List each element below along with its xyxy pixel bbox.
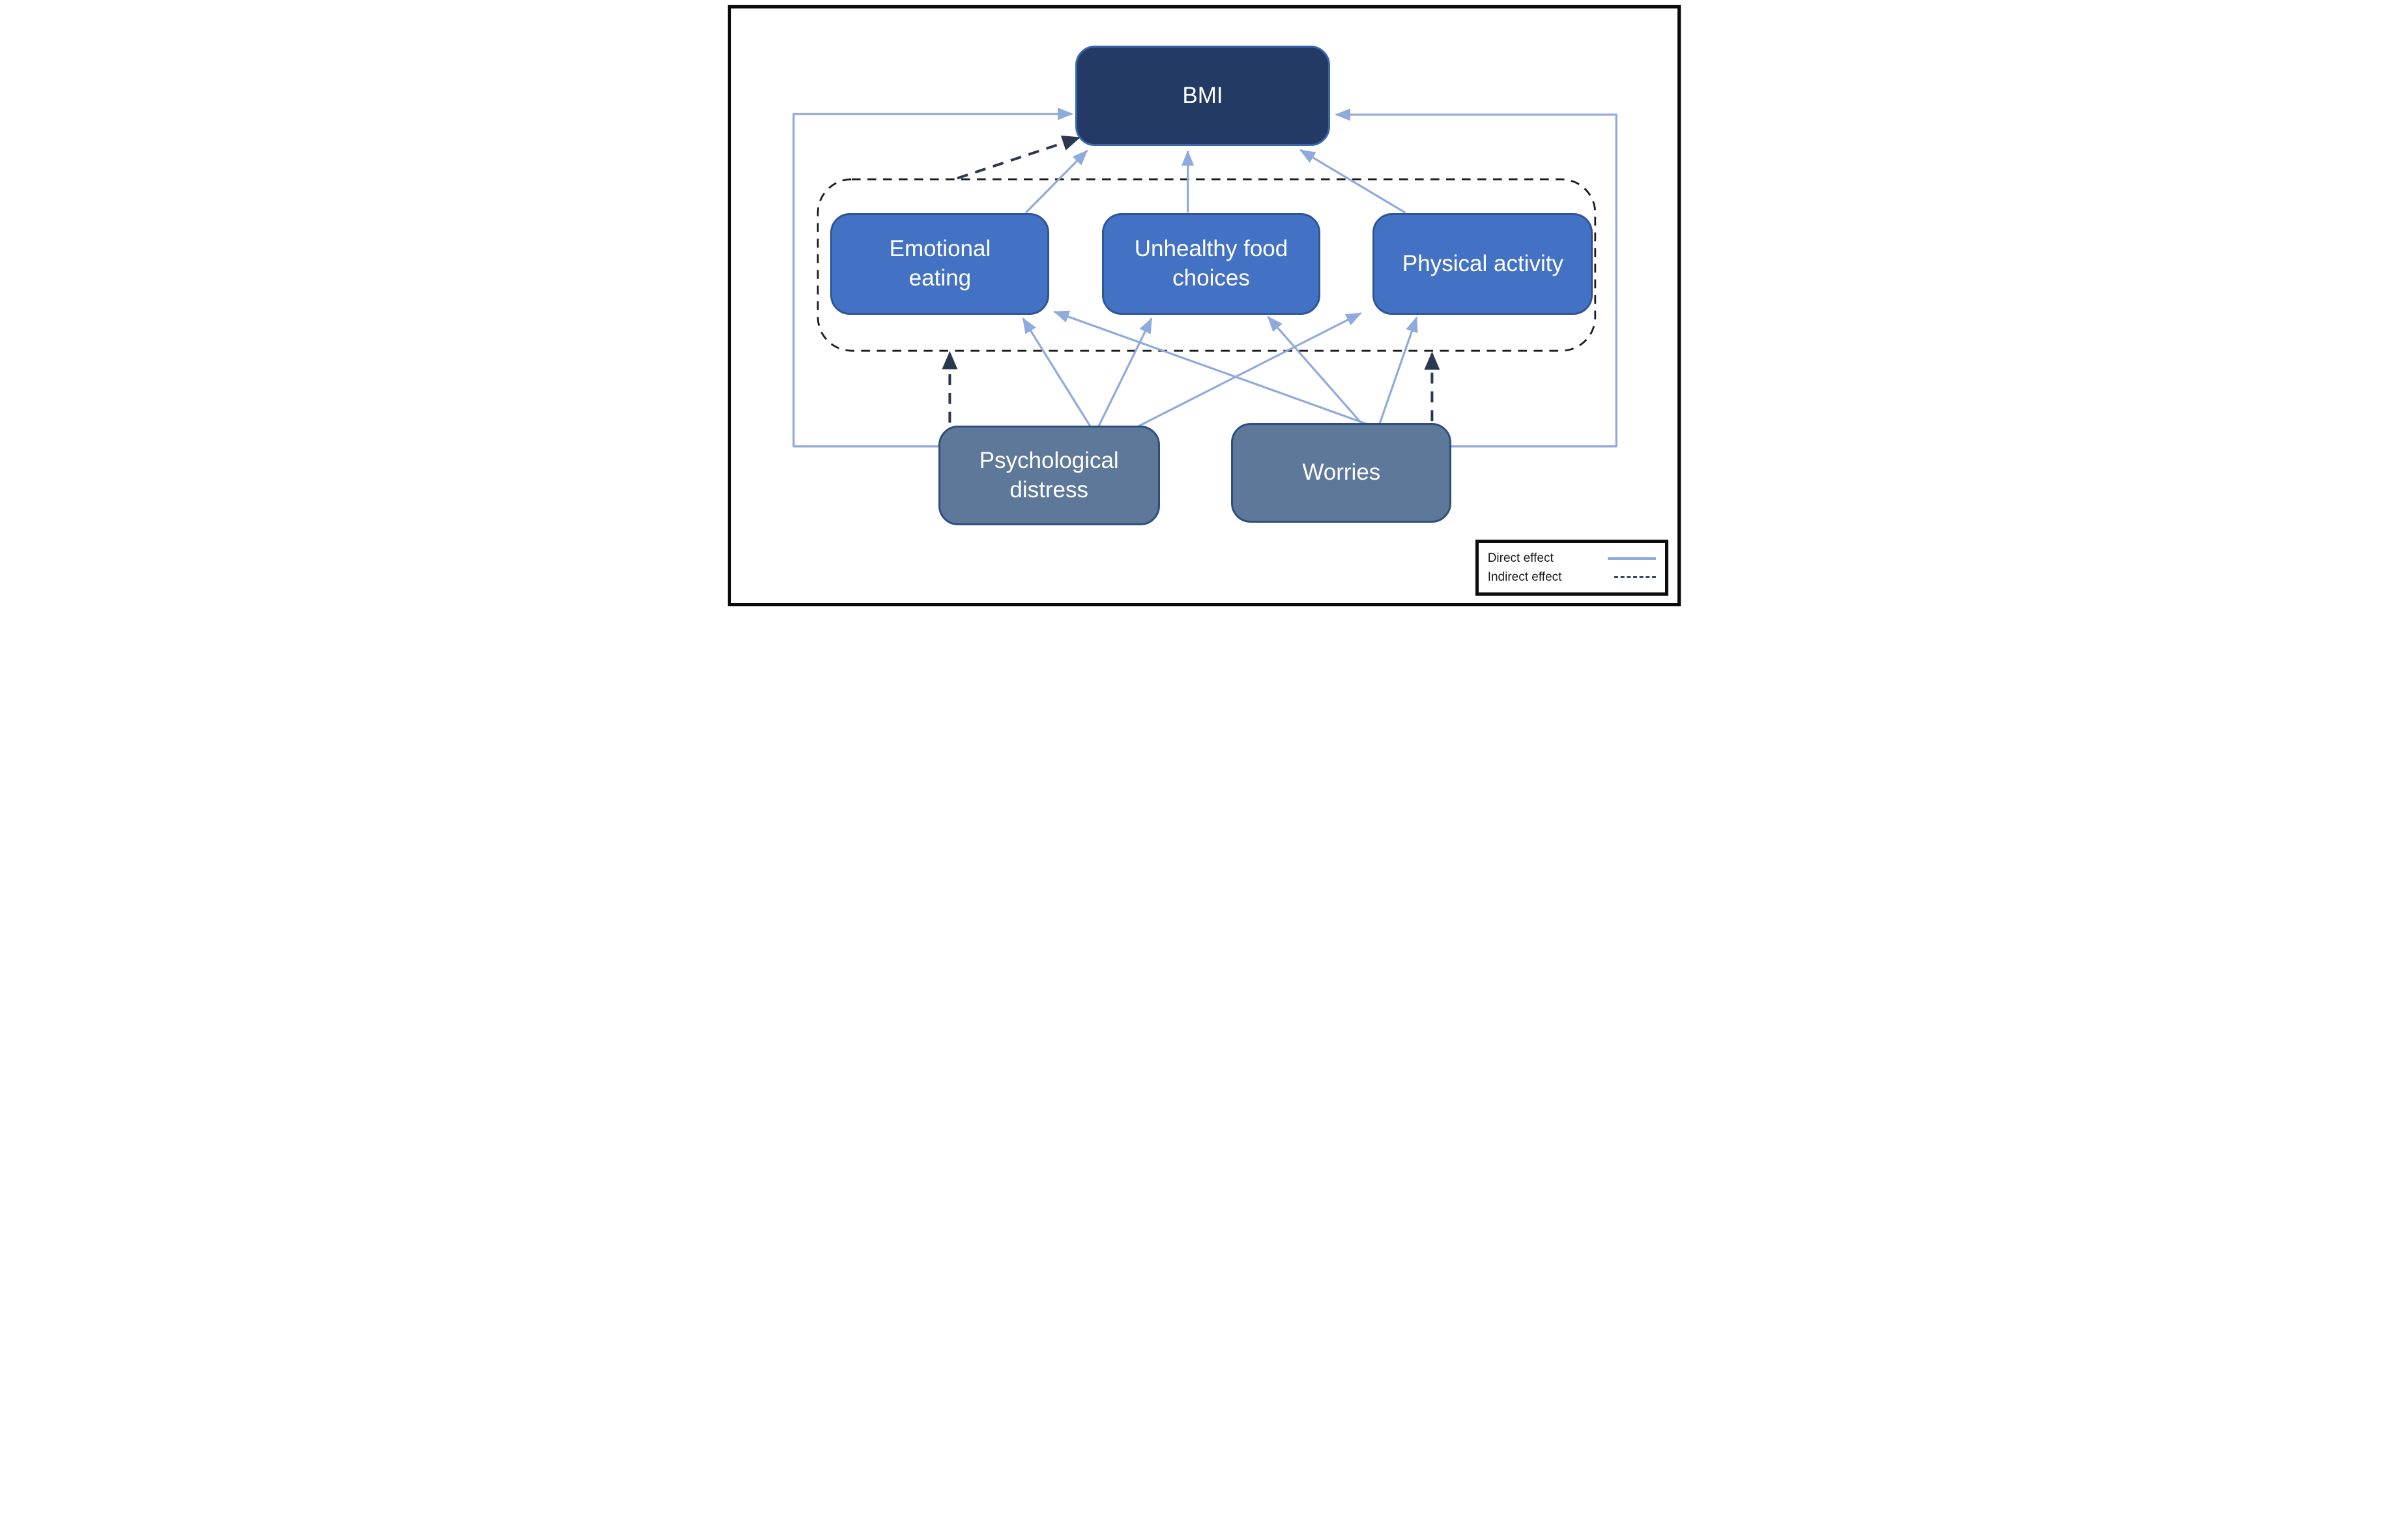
edge-physical_activity-to-bmi-direct [1299,149,1406,214]
path-model-diagram: BMI Emotional eating Unhealthy food choi… [722,0,1686,611]
edge-psychological_distress-to-emotional_eating-direct [1021,317,1091,427]
edge-worries-to-emotional_eating-direct [1052,310,1368,426]
node-unhealthy-food-choices: Unhealthy food choices [1101,213,1321,315]
node-worries-label: Worries [1302,459,1381,486]
arrow-layer [727,5,1681,607]
edge-emotional_eating-to-bmi-direct [1024,149,1088,214]
legend-row-direct: Direct effect [1488,551,1656,566]
legend-direct-line-sample [1607,557,1656,560]
legend: Direct effect Indirect effect [1475,540,1668,596]
node-emotional-eating-label: Emotional eating [889,236,991,291]
edge-worries-to-unhealthy_food-direct [1267,315,1363,425]
node-unhealthy-food-choices-label: Unhealthy food choices [1134,236,1288,291]
legend-row-indirect: Indirect effect [1488,570,1656,585]
mediators-group-outline [817,178,1596,352]
node-worries: Worries [1231,422,1452,523]
node-emotional-eating: Emotional eating [830,213,1050,315]
node-physical-activity: Physical activity [1372,213,1593,315]
node-bmi: BMI [1075,45,1330,146]
legend-indirect-label: Indirect effect [1487,570,1562,584]
edges [792,108,1617,448]
edge-psychological_distress-to-unhealthy_food-direct [1097,317,1152,427]
node-psychological-distress-label: Psychological distress [979,447,1119,502]
legend-indirect-line-sample [1614,576,1656,579]
edge-worries-to-physical_activity-direct [1378,316,1418,424]
node-physical-activity-label: Physical activity [1402,250,1563,276]
edge-psychological_distress-to-bmi-direct [792,108,1073,448]
legend-direct-label: Direct effect [1487,551,1554,565]
edge-mediators_group-to-bmi-indirect [956,135,1081,180]
figure-frame [727,5,1681,607]
node-psychological-distress: Psychological distress [938,425,1160,526]
edge-worries-to-bmi-direct [1334,108,1617,448]
edge-psychological_distress-to-physical_activity-direct [1134,312,1362,429]
node-bmi-label: BMI [1182,82,1223,108]
